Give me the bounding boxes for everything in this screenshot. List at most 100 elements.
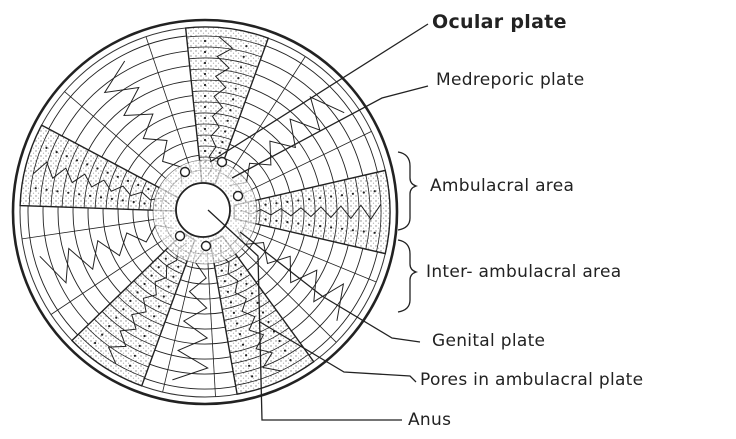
ambulacral-pore	[94, 342, 96, 344]
ambulacral-pore	[89, 195, 91, 197]
ambulacral-pore	[232, 98, 234, 100]
ambulacral-pore	[251, 292, 253, 294]
ambulacral-pore	[204, 73, 206, 75]
interambulacral-plate-row	[175, 294, 220, 299]
ambulacral-pore	[219, 152, 221, 154]
ambulacral-pore	[204, 117, 206, 119]
genital-pore	[234, 192, 243, 201]
interambulacral-plate-row	[145, 378, 236, 389]
ambulacral-pore	[101, 334, 103, 336]
interambulacral-brace	[398, 240, 416, 312]
ambulacral-pore	[134, 355, 136, 357]
interambulacral-plate-row	[160, 336, 228, 344]
ambulacral-pore	[96, 167, 98, 169]
genital-pore	[176, 232, 185, 241]
ambulacral-pore	[35, 187, 37, 189]
ambulacral-pore	[243, 56, 245, 58]
label-genital-plate: Genital plate	[432, 331, 545, 351]
ambulacral-pore	[129, 365, 131, 367]
interambulacral-plate-row	[103, 208, 132, 283]
ambulacral-pore	[224, 130, 226, 132]
periproct	[176, 183, 230, 237]
ambulacral-pore	[46, 189, 48, 191]
ambulacral-pore	[308, 224, 310, 226]
ambulacral-pore	[242, 344, 244, 346]
ambulacral-pore	[224, 280, 226, 282]
ambulacral-pore	[111, 198, 113, 200]
ambulacral-pore	[229, 109, 231, 111]
ambulacral-pore	[147, 188, 149, 190]
ambulacral-pore	[237, 77, 239, 79]
ambulacral-pore	[363, 191, 365, 193]
ambulacral-pore	[297, 199, 299, 201]
ambulacral-pore	[330, 226, 332, 228]
ambulacral-band	[234, 170, 390, 253]
ambulacral-pore	[275, 202, 277, 204]
ambulacral-pore	[245, 283, 247, 285]
ambulacral-pore	[204, 106, 206, 108]
interambulacral-plate-row	[62, 51, 188, 136]
ambulacral-pore	[107, 172, 109, 174]
ambulacral-pore	[284, 350, 286, 352]
ambulacral-pore	[45, 147, 47, 149]
ambulacral-pore	[319, 197, 321, 199]
interambulacral-plate-row	[309, 252, 378, 355]
ambulacral-pore	[144, 202, 146, 204]
ambulacral-pore	[245, 45, 247, 47]
interambulacral-plate-row	[58, 207, 99, 314]
ambulacral-pore	[221, 270, 223, 272]
ambulacral-pore	[374, 232, 376, 234]
ambulacral-pore	[374, 190, 376, 192]
interambulacral-plate-row	[155, 350, 231, 359]
ambulacral-pore	[115, 317, 117, 319]
ambulacral-pore	[204, 62, 206, 64]
label-interambulacral-area: Inter- ambulacral area	[426, 262, 621, 282]
ambulacral-pore	[289, 359, 291, 361]
ambulacral-pore	[122, 308, 124, 310]
interambulacral-plate-row	[88, 208, 121, 293]
ambulacral-pore	[172, 276, 174, 278]
ambulacral-pore	[267, 321, 269, 323]
ambulacral-pore	[234, 264, 236, 266]
ambulacral-pore	[177, 266, 179, 268]
ambulacral-pore	[245, 354, 247, 356]
ambulacral-pore	[136, 291, 138, 293]
label-ambulacral-area: Ambulacral area	[430, 176, 574, 196]
test-disc	[13, 20, 397, 404]
ambulacral-pore	[168, 286, 170, 288]
interambulacral-plate-row	[73, 207, 110, 303]
ambulacral-pore	[137, 184, 139, 186]
interambulacral-plate-row	[300, 248, 363, 343]
ambulacral-pore	[78, 193, 80, 195]
label-madreporic-plate: Medreporic plate	[436, 70, 585, 90]
ambulacral-pore	[308, 198, 310, 200]
ambulacral-pore	[117, 176, 119, 178]
ambulacral-pore	[233, 312, 235, 314]
ambulacral-pore	[319, 225, 321, 227]
ambulacral-pore	[133, 201, 135, 203]
ambulacral-pore	[158, 266, 160, 268]
ambulacral-pore	[56, 151, 58, 153]
ambulacral-pore	[148, 325, 150, 327]
interambulacral-plate-row	[89, 81, 192, 150]
interambulacral-plate-row	[170, 308, 223, 314]
ambulacral-pore	[143, 335, 145, 337]
ambulacral-pore	[363, 230, 365, 232]
ambulacral-pore	[204, 84, 206, 86]
label-anus: Anus	[408, 410, 451, 430]
ambulacral-pore	[221, 141, 223, 143]
ambulacral-pore	[204, 51, 206, 53]
ambulacral-pore	[86, 163, 88, 165]
ambulacral-pore	[275, 220, 277, 222]
ambulacral-pore	[297, 222, 299, 224]
ambulacral-pore	[56, 190, 58, 192]
ambulacral-pore	[227, 120, 229, 122]
ambulacral-pore	[240, 66, 242, 68]
ambulacral-pore	[278, 340, 280, 342]
ambulacral-pore	[165, 258, 167, 260]
interambulacral-plate-row	[165, 322, 225, 329]
interambulacral-plate-row	[115, 111, 194, 165]
ambulacral-pore	[256, 302, 258, 304]
ambulacral-pore	[341, 228, 343, 230]
interambulacral-column-line	[207, 252, 215, 397]
